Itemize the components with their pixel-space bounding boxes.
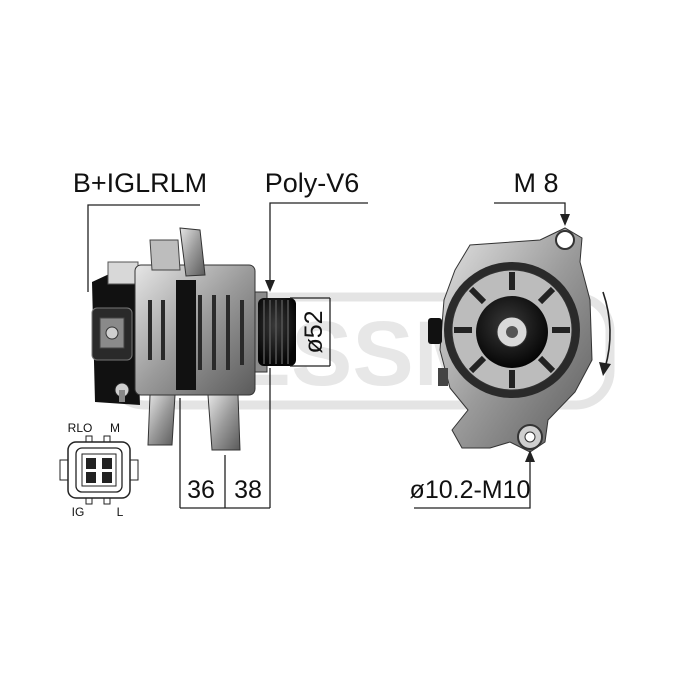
connector-pin-ig: IG [72,505,85,519]
pulley-diameter-dimension: ø52 [290,297,331,367]
dim-b-label: 38 [234,476,262,504]
connector-pin-rlo: RLO [68,421,93,435]
thread-top-arrowhead [560,214,570,226]
connector-pin-m: M [110,421,120,435]
connector-pin-l: L [117,505,124,519]
pulley-label: Poly-V6 [265,168,360,198]
mount-bolt-label: ø10.2-M10 [410,476,531,504]
pulley-arrowhead [265,280,275,292]
thread-top-leader [494,202,566,218]
alternator-front-view [428,227,593,453]
terminal-label: B+IGLRLM [73,168,207,198]
pulley-leader [269,202,368,290]
length-dimension: 36 38 [179,368,271,509]
mount-bolt-arrowhead [525,450,535,462]
connector-plug-icon [59,435,139,505]
rotation-arrow-icon [599,291,611,376]
terminal-leader [87,204,200,292]
dim-a-label: 36 [187,476,215,504]
alternator-side-view [91,227,296,451]
thread-top-label: M 8 [513,168,558,198]
pulley-diameter-label: ø52 [300,310,328,353]
mount-bolt-leader [414,452,531,509]
